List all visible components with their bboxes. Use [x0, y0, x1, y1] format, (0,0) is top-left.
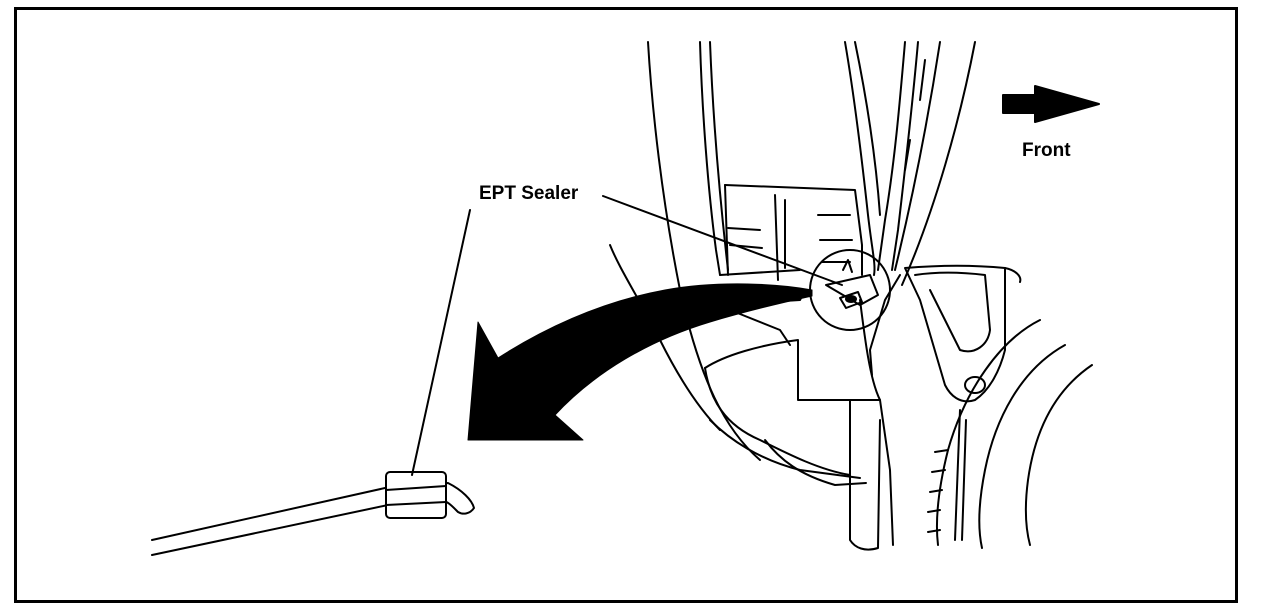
- sealer-detail-magnified: [151, 209, 475, 556]
- curved-arrow-icon: [467, 283, 813, 441]
- front-label: Front: [1022, 140, 1071, 161]
- body-structure: [609, 41, 894, 551]
- pillar-strut: [877, 41, 976, 286]
- sealer-leader-line: [411, 209, 471, 476]
- ept-leader-line: [602, 195, 843, 286]
- wheel-arch-area: [869, 264, 1093, 549]
- ept-sealer-label: EPT Sealer: [479, 183, 579, 204]
- front-arrow-icon: [1002, 85, 1100, 123]
